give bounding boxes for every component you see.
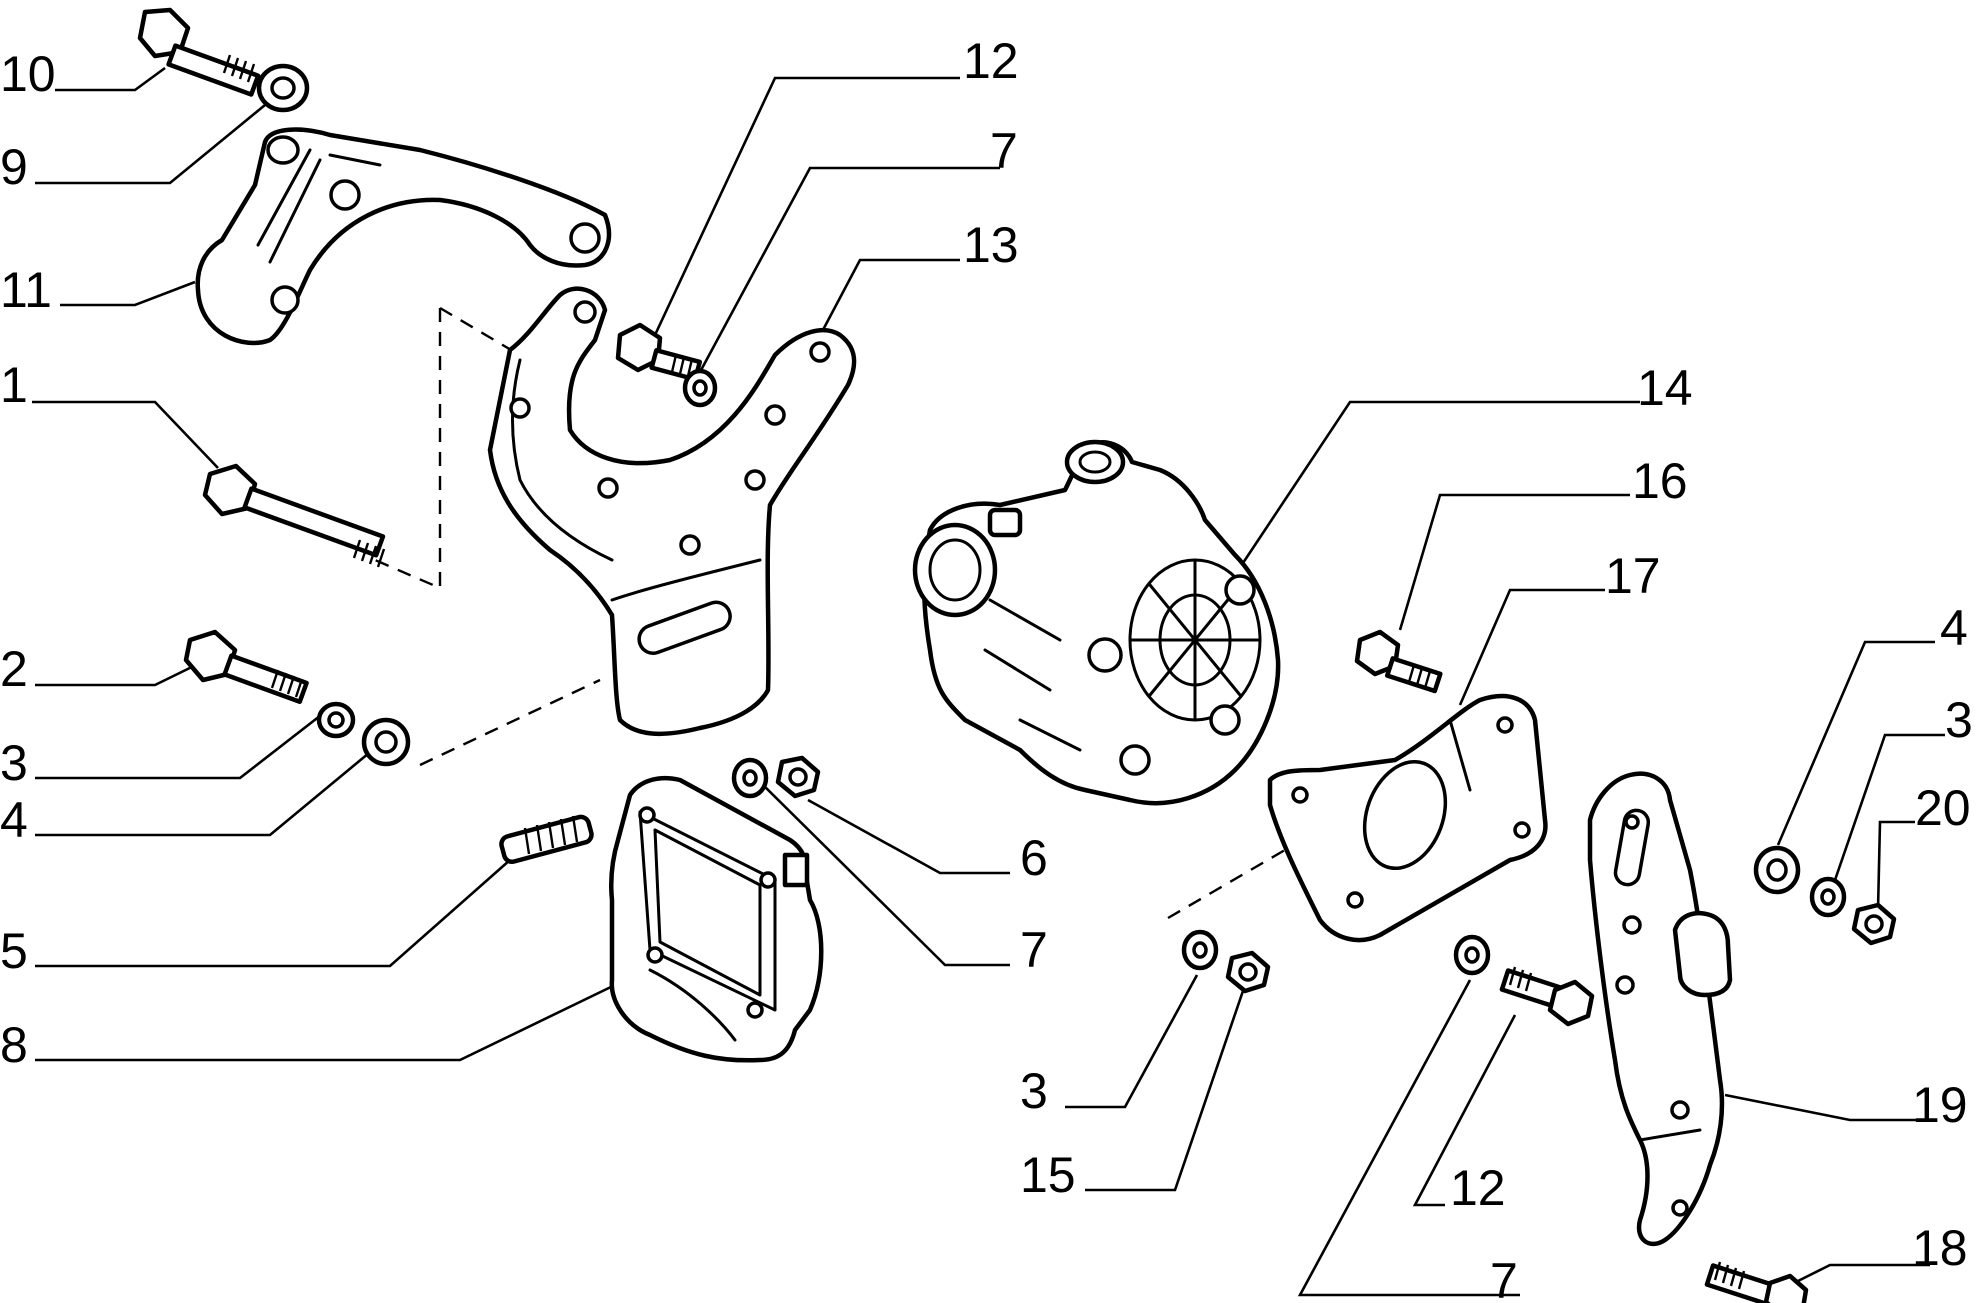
leader-14 xyxy=(1233,400,1640,576)
callout-14: 14 xyxy=(1637,360,1693,416)
bolt-12-bottom xyxy=(1499,966,1595,1027)
leader-15 xyxy=(1085,984,1247,1192)
leader-11 xyxy=(60,280,196,307)
stud-5 xyxy=(499,814,594,865)
callout-18: 18 xyxy=(1912,1220,1968,1276)
leader-10 xyxy=(55,66,166,92)
bolt-10 xyxy=(137,7,261,97)
lock-washer-7-middle xyxy=(731,757,769,799)
callout-3-left: 3 xyxy=(0,735,28,791)
callout-10: 10 xyxy=(0,46,56,102)
lock-washer-7-bottom xyxy=(1453,934,1491,976)
dash-line-plate-17 xyxy=(1167,816,1341,920)
lock-washer-3-right xyxy=(1809,876,1847,918)
callout-6: 6 xyxy=(1020,830,1048,886)
bolt-2 xyxy=(183,629,309,705)
bolt-12-top xyxy=(615,322,703,382)
nut-6 xyxy=(775,755,821,799)
callout-16: 16 xyxy=(1632,453,1688,509)
bolt-18 xyxy=(1704,1261,1809,1303)
callout-17: 17 xyxy=(1605,548,1661,604)
leader-5 xyxy=(35,859,511,968)
callout-3-right: 3 xyxy=(1945,692,1973,748)
callout-7-bottom: 7 xyxy=(1490,1253,1518,1303)
leader-4a xyxy=(35,746,376,837)
leader-12a xyxy=(653,76,960,336)
washer-4-left xyxy=(361,717,411,767)
leader-1 xyxy=(32,400,219,469)
bracket-13 xyxy=(487,286,857,737)
lock-washer-3-bottom xyxy=(1181,929,1219,971)
lock-washer-7-top xyxy=(682,368,718,408)
callout-4-right: 4 xyxy=(1940,600,1968,656)
callout-9: 9 xyxy=(0,139,28,195)
nut-15 xyxy=(1225,950,1271,994)
leader-13 xyxy=(813,258,960,346)
callout-12-top: 12 xyxy=(963,33,1019,89)
leader-7b xyxy=(757,779,1010,967)
callout-7-middle: 7 xyxy=(1020,922,1048,978)
leader-20 xyxy=(1876,820,1915,911)
leader-3a xyxy=(35,710,326,780)
lock-washer-3-left xyxy=(316,701,356,739)
callout-7-top: 7 xyxy=(990,123,1018,179)
leader-12b xyxy=(1412,1014,1517,1207)
callout-15: 15 xyxy=(1020,1147,1076,1203)
bolt-16 xyxy=(1354,629,1443,694)
dash-line-washer-4 xyxy=(419,678,601,767)
nut-20 xyxy=(1851,902,1897,946)
leader-3b xyxy=(1833,733,1945,881)
leader-17 xyxy=(1458,588,1605,706)
leader-2 xyxy=(35,661,201,687)
plate-17 xyxy=(1267,693,1548,943)
callout-13: 13 xyxy=(963,217,1019,273)
bracket-11 xyxy=(195,127,612,346)
leader-lines xyxy=(32,66,1945,1297)
leader-9 xyxy=(35,103,266,185)
leader-7a xyxy=(698,166,1000,373)
leader-18 xyxy=(1789,1263,1930,1287)
callout-3-bottom: 3 xyxy=(1020,1063,1048,1119)
callout-labels: 10 9 11 1 2 3 4 5 8 12 7 13 6 7 14 16 17… xyxy=(0,33,1973,1303)
bolt-1 xyxy=(202,463,386,568)
bracket-19 xyxy=(1587,771,1733,1247)
leader-8 xyxy=(35,983,616,1062)
callout-1: 1 xyxy=(0,357,28,413)
washer-4-right xyxy=(1753,845,1801,895)
leader-16 xyxy=(1398,493,1630,631)
leader-4b xyxy=(1776,640,1935,846)
callout-19: 19 xyxy=(1912,1077,1968,1133)
leader-7c xyxy=(1297,979,1520,1297)
callout-12-bottom: 12 xyxy=(1450,1160,1506,1216)
callout-5: 5 xyxy=(0,923,28,979)
pump-14 xyxy=(912,439,1281,806)
washer-9 xyxy=(256,63,310,113)
leader-3c xyxy=(1065,974,1199,1109)
cover-8 xyxy=(609,775,824,1063)
callout-20: 20 xyxy=(1915,780,1971,836)
leader-19 xyxy=(1724,1093,1930,1122)
callout-4-left: 4 xyxy=(0,792,28,848)
dash-line-bolt-1 xyxy=(374,308,442,590)
leader-6 xyxy=(807,798,1010,875)
callout-8: 8 xyxy=(0,1017,28,1073)
callout-2: 2 xyxy=(0,641,28,697)
callout-11: 11 xyxy=(0,262,52,318)
